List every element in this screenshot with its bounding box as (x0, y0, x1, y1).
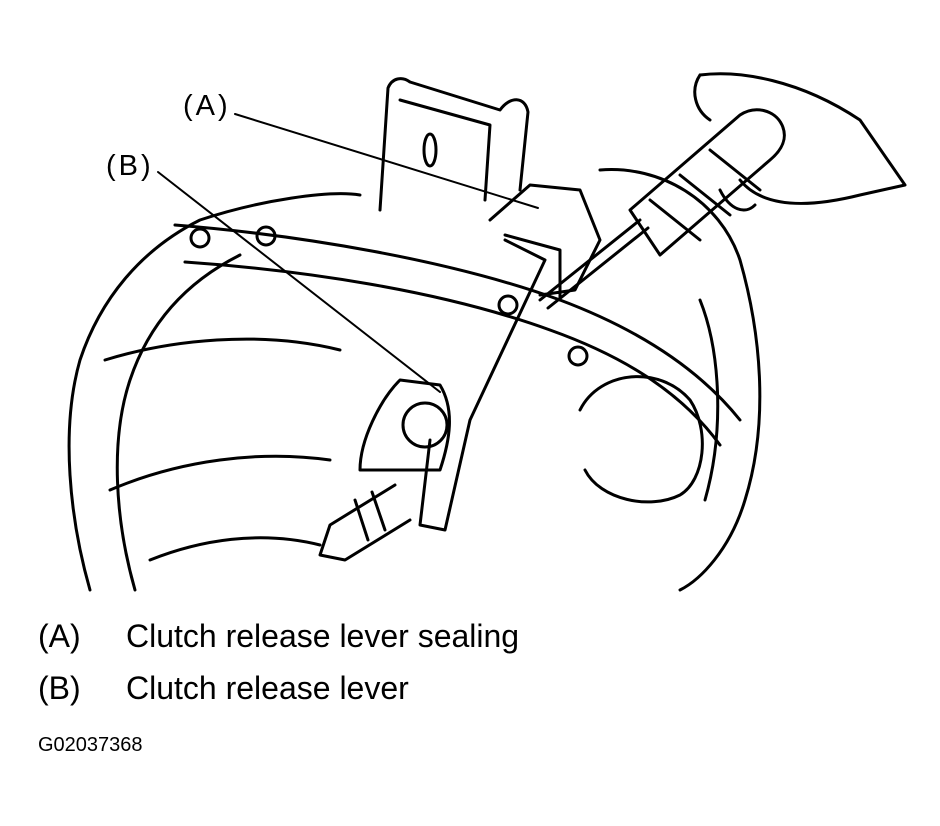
bell-opening (578, 375, 704, 504)
figure-id: G02037368 (38, 734, 143, 756)
leader-line-a (234, 113, 539, 209)
callout-b: (B) (106, 150, 154, 182)
housing-rib (103, 337, 342, 562)
housing-inner (115, 253, 720, 592)
input-shaft (318, 483, 412, 562)
legend-item-a: (A) Clutch release lever sealing (38, 618, 519, 655)
legend-text: Clutch release lever sealing (126, 618, 520, 654)
legend-text: Clutch release lever (126, 670, 409, 706)
release-lever (358, 238, 547, 532)
housing-outline (67, 168, 762, 592)
legend-key: (B) (38, 670, 81, 706)
screwdriver-handle (628, 108, 786, 257)
screwdriver-shaft (538, 218, 650, 310)
leader-line-b (157, 171, 441, 393)
legend-item-b: (B) Clutch release lever (38, 670, 409, 707)
bolt-hole-2 (255, 225, 277, 247)
flange-band (173, 223, 742, 447)
lever-pivot (401, 401, 449, 449)
bolt-hole-4 (567, 345, 589, 367)
clutch-illustration (67, 72, 907, 592)
legend-key: (A) (38, 618, 81, 654)
top-bracket (378, 77, 530, 212)
hand-outline (693, 72, 907, 212)
bolt-hole-1 (189, 227, 211, 249)
bolt-hole-3 (497, 294, 519, 316)
callout-a: (A) (183, 90, 231, 122)
bracket-hole (422, 132, 438, 168)
